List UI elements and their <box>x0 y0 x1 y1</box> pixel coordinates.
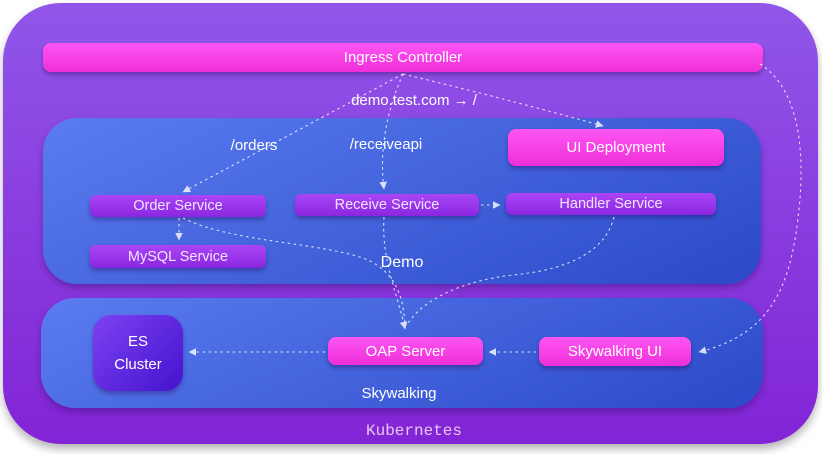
demo-group-label: Demo <box>380 254 424 271</box>
ingress-controller-label: Ingress Controller <box>343 49 463 66</box>
receive-service-label: Receive Service <box>334 197 440 213</box>
ui-deployment-node: UI Deployment <box>508 129 724 166</box>
orders-path-label: /orders <box>230 137 278 154</box>
kubernetes-cluster-label: Kubernetes <box>365 422 462 440</box>
order-service-node: Order Service <box>90 195 266 217</box>
kubernetes-cluster-container: Ingress Controller UI Deployment Order S… <box>3 3 818 444</box>
mysql-service-label: MySQL Service <box>127 248 229 265</box>
oap-server-label: OAP Server <box>365 342 446 360</box>
skywalking-group-label: Skywalking <box>361 385 437 402</box>
es-cluster-label: ES Cluster <box>114 332 162 373</box>
skywalking-ui-node: Skywalking UI <box>539 337 691 366</box>
skywalking-ui-label: Skywalking UI <box>567 343 663 360</box>
ui-deployment-label: UI Deployment <box>566 139 666 156</box>
receive-service-node: Receive Service <box>295 194 479 216</box>
mysql-service-node: MySQL Service <box>90 245 266 268</box>
handler-service-label: Handler Service <box>559 196 663 212</box>
host-routing-rule-label: demo.test.com → / <box>351 92 477 109</box>
oap-server-node: OAP Server <box>328 337 483 365</box>
ingress-controller-node: Ingress Controller <box>43 43 763 72</box>
es-cluster-node: ES Cluster <box>93 315 183 391</box>
handler-service-node: Handler Service <box>506 193 716 215</box>
order-service-label: Order Service <box>133 198 223 214</box>
receiveapi-path-label: /receiveapi <box>349 136 423 153</box>
